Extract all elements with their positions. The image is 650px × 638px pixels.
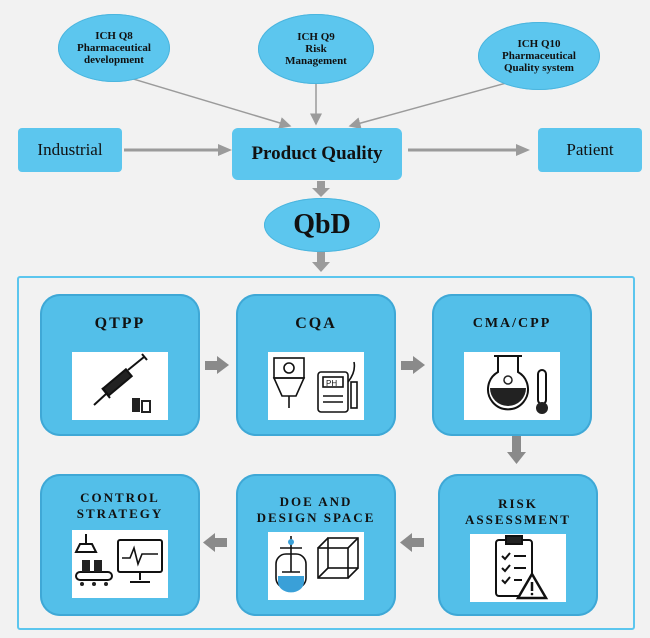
- doe-card: DOE AND DESIGN SPACE: [236, 474, 396, 616]
- cma-cpp-title: CMA/CPP: [472, 316, 552, 331]
- control-strategy-card: CONTROL STRATEGY: [40, 474, 200, 616]
- industrial-box: Industrial: [18, 128, 122, 172]
- process-arrows: [203, 356, 526, 552]
- product-quality-box: Product Quality: [232, 128, 402, 180]
- qtpp-card: QTPP: [40, 294, 200, 436]
- ich-q10-ellipse: ICH Q10 Pharmaceutical Quality system: [478, 22, 600, 90]
- reactor-design-space-icon: [275, 536, 359, 593]
- qtpp-title: QTPP: [94, 315, 146, 332]
- product-quality-label: Product Quality: [251, 143, 383, 164]
- ich-q9-line1: ICH Q9: [297, 31, 335, 43]
- risk-assessment-card: RISK ASSESSMENT: [438, 474, 598, 616]
- ich-q10-line3: Quality system: [504, 62, 574, 74]
- risk-image: [470, 534, 566, 602]
- ich-q10-line1: ICH Q10: [517, 38, 561, 50]
- cqa-image: PH: [268, 352, 364, 420]
- ich-q8-line3: development: [84, 54, 144, 66]
- arrow-qbd-to-frame: [317, 252, 325, 264]
- ich-q9-line2: Risk: [305, 43, 327, 55]
- ich-q9-ellipse: ICH Q9 Risk Management: [258, 14, 374, 84]
- robot-monitor-icon: [74, 534, 163, 586]
- doe-title-2: DESIGN SPACE: [256, 510, 376, 525]
- qtpp-image: [72, 352, 168, 420]
- ich-q8-line2: Pharmaceutical: [77, 42, 151, 54]
- qbd-label: QbD: [293, 209, 351, 240]
- flask-thermometer-icon: [487, 355, 548, 414]
- risk-title-2: ASSESSMENT: [465, 512, 571, 527]
- control-title-1: CONTROL: [80, 490, 160, 505]
- risk-title-1: RISK: [498, 496, 538, 511]
- doe-image: [268, 532, 364, 600]
- cqa-title: CQA: [295, 315, 337, 332]
- cma-cpp-card: CMA/CPP: [432, 294, 592, 436]
- arrow-q10-to-quality: [348, 81, 511, 130]
- ph-meter-icon: PH: [272, 357, 358, 413]
- patient-box: Patient: [538, 128, 642, 172]
- doe-title-1: DOE AND: [279, 494, 353, 509]
- ich-q8-line1: ICH Q8: [95, 30, 133, 42]
- syringe-icon: [93, 353, 151, 413]
- checklist-warning-icon: [495, 535, 549, 600]
- control-image: [72, 530, 168, 598]
- ich-q8-ellipse: ICH Q8 Pharmaceutical development: [58, 14, 170, 82]
- arrow-quality-to-qbd: [317, 181, 325, 190]
- arrow-industrial-head: [218, 144, 232, 156]
- arrow-patient-head: [516, 144, 530, 156]
- qbd-ellipse: QbD: [264, 198, 380, 252]
- arrow-q8-to-quality: [119, 74, 292, 129]
- cqa-card: CQA PH: [236, 294, 396, 436]
- ich-q9-line3: Management: [285, 55, 347, 67]
- cma-cpp-image: [464, 352, 560, 420]
- ich-q10-line2: Pharmaceutical: [502, 50, 576, 62]
- industrial-label: Industrial: [37, 140, 103, 159]
- ph-label: PH: [326, 379, 337, 388]
- patient-label: Patient: [566, 140, 614, 159]
- control-title-2: STRATEGY: [76, 506, 164, 521]
